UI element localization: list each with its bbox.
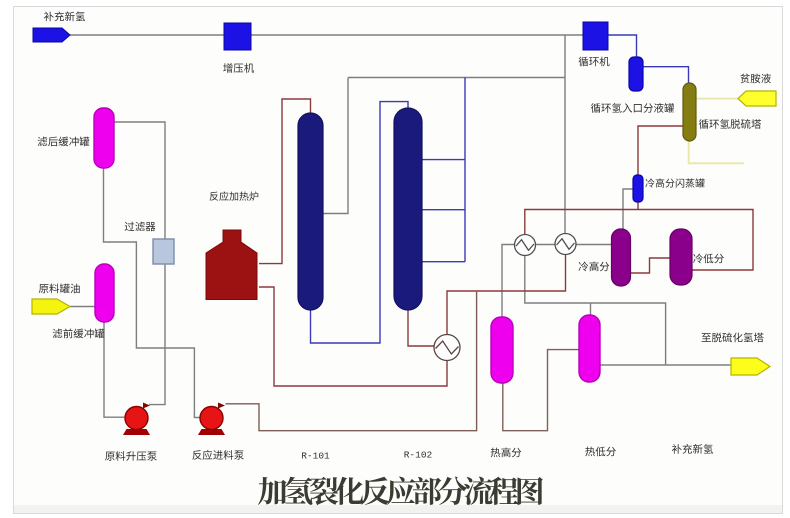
svg-text:R-102: R-102 [404, 450, 433, 461]
svg-text:R-101: R-101 [301, 451, 330, 462]
